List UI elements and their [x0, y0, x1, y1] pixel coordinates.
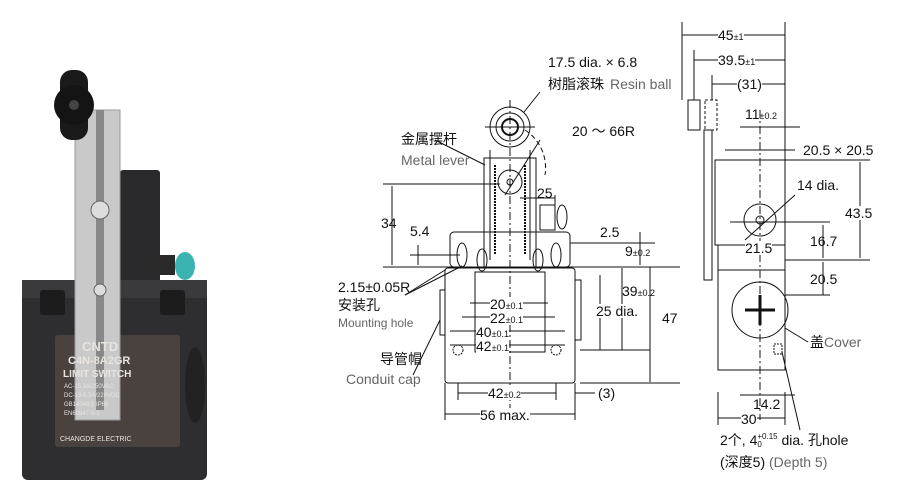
text-label: 11 — [745, 106, 760, 122]
text-label: dia. 孔hole — [777, 432, 849, 448]
text-label: 42 — [488, 385, 504, 401]
text-label: ±0.1 — [505, 301, 524, 311]
radius-dim: 20 ～ 66R — [572, 123, 636, 139]
hole-depth: (深度5) (Depth 5) — [720, 455, 827, 469]
spec-line: EN60947-5-1 — [64, 411, 100, 417]
text-label: 2个, 4 — [720, 432, 758, 448]
text-label: 42 — [476, 338, 492, 354]
product-photo — [22, 70, 207, 480]
text-label: 20 — [490, 296, 506, 312]
brand-logo: CNTD — [82, 339, 119, 354]
text-label: ±0.1 — [505, 315, 524, 325]
text-label: ±1 — [733, 32, 744, 42]
dim-14-2: 14.2 — [753, 396, 781, 412]
side-view-drawing — [681, 22, 870, 431]
dim-5-4: 5.4 — [410, 223, 430, 239]
spec-line: GB14048.5 IP66 — [64, 402, 109, 408]
dim-47: 47 — [662, 310, 678, 326]
dim-30: 30 — [741, 411, 757, 427]
mounting-hole-en: Mounting hole — [338, 316, 414, 330]
text-label: (深度5) — [720, 454, 766, 470]
dim-11: 11±0.2 — [745, 107, 777, 121]
dim-3: (3) — [598, 385, 616, 401]
dim-9: 9±0.2 — [625, 244, 650, 258]
text-label: ±0.1 — [491, 343, 510, 353]
model-label: C4N-8A2GR — [68, 355, 131, 367]
text-label: 22 — [490, 310, 506, 326]
dim-39: 39±0.2 — [622, 284, 655, 298]
cover-label: 盖Cover — [810, 335, 861, 349]
dim-16-7: 16.7 — [810, 233, 838, 249]
dim-34: 34 — [381, 215, 397, 231]
dim-2-5: 2.5 — [600, 224, 620, 240]
dim-45: 45±1 — [718, 28, 744, 42]
text-label: (Depth 5) — [769, 454, 828, 470]
lever-en: Metal lever — [401, 152, 470, 168]
dim-42-mount: 42±0.2 — [488, 385, 522, 401]
text-label: ±0.2 — [632, 248, 651, 258]
text-label: ±0.1 — [491, 329, 510, 339]
text-label: ±1 — [745, 57, 756, 67]
text-label: 39.5 — [718, 52, 746, 68]
text-label: 39 — [622, 283, 638, 299]
text-label: ±0.2 — [637, 288, 656, 298]
type-label: LIMIT SWITCH — [63, 369, 132, 380]
text-label: 45 — [718, 27, 734, 43]
text-label: 盖 — [810, 334, 824, 350]
dim-22: 22±0.1 — [490, 310, 524, 326]
text-label: Cover — [824, 334, 862, 350]
mounting-hole-cn: 安装孔 — [338, 297, 380, 313]
dim-20: 20±0.1 — [490, 296, 524, 312]
conduit-cap-cn: 导管帽 — [380, 351, 422, 367]
conduit-cap-en: Conduit cap — [346, 371, 421, 387]
dim-40: 40±0.1 — [476, 324, 510, 340]
dim-56-max: 56 max. — [480, 407, 530, 423]
dim-25: 25 — [537, 185, 553, 201]
front-view-drawing — [383, 91, 680, 420]
reset-button — [175, 252, 195, 280]
dim-43-5: 43.5 — [845, 205, 873, 221]
dim-14-dia: 14 dia. — [797, 177, 840, 193]
text-label: +0.15 — [757, 432, 778, 442]
dim-20-5-square: 20.5 × 20.5 — [803, 142, 874, 158]
mounting-hole-dim: 2.15±0.05R — [338, 279, 411, 295]
text-label: 0 — [757, 440, 762, 450]
roller-dim: 17.5 dia. × 6.8 — [548, 54, 638, 70]
roller-en: Resin ball — [610, 76, 672, 92]
spec-line: DC-13 0.3A/220VDC — [64, 393, 120, 399]
dim-42: 42±0.1 — [476, 338, 510, 354]
maker-label: CHANGDE ELECTRIC — [60, 436, 132, 443]
roller-cn: 树脂滚珠 — [548, 76, 604, 92]
text-label: ±0.2 — [759, 111, 777, 121]
spec-line: AC-15 3A/250VAC — [64, 384, 114, 390]
text-label: 40 — [476, 324, 492, 340]
lever-cn: 金属摆杆 — [401, 131, 457, 147]
dim-31: (31) — [737, 76, 762, 92]
dim-21-5: 21.5 — [745, 240, 773, 256]
dim-25-dia: 25 dia. — [596, 303, 639, 319]
dim-20-5: 20.5 — [810, 271, 838, 287]
text-label: 9 — [625, 243, 633, 259]
dim-39-5: 39.5±1 — [718, 52, 756, 68]
text-label: ±0.2 — [503, 390, 522, 400]
